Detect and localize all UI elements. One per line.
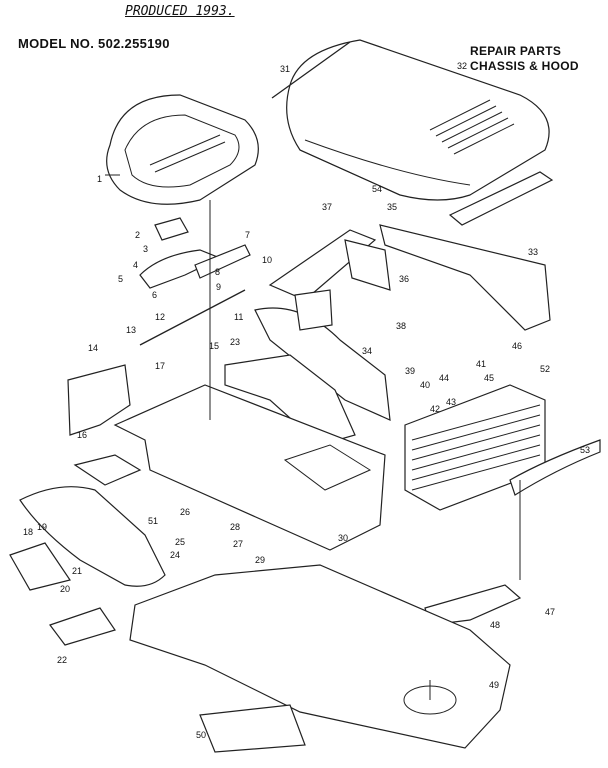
grille-frame-part [379,224,551,331]
callout-19: 19 [37,522,47,532]
callout-33: 33 [528,247,538,257]
callout-32: 32 [457,61,467,71]
callout-13: 13 [126,325,136,335]
dash-bracket-part [344,239,391,291]
floor-pan-opening [283,444,372,491]
callout-23: 23 [230,337,240,347]
callout-51: 51 [148,516,158,526]
callout-18: 18 [23,527,33,537]
leader-lines [105,174,521,700]
callout-42: 42 [430,404,440,414]
callout-37: 37 [322,202,332,212]
callout-26: 26 [180,507,190,517]
rear-fender-part [19,486,166,587]
callout-38: 38 [396,321,406,331]
callout-25: 25 [175,537,185,547]
callout-8: 8 [215,267,220,277]
callout-5: 5 [118,274,123,284]
foot-plate-part [73,454,142,486]
seat-adjust-rod-part [139,289,246,346]
callout-7: 7 [245,230,250,240]
chassis-frame-part [129,564,511,749]
callout-9: 9 [216,282,221,292]
callout-50: 50 [196,730,206,740]
callout-6: 6 [152,290,157,300]
callout-44: 44 [439,373,449,383]
step-plate-part [9,542,71,591]
shroud-side-part [294,289,333,331]
produced-note: PRODUCED 1993. [125,4,235,19]
callout-49: 49 [489,680,499,690]
callout-48: 48 [490,620,500,630]
model-number-title: MODEL NO. 502.255190 [18,36,170,51]
callout-11: 11 [234,312,243,322]
callout-22: 22 [57,655,67,665]
seat-rail-part [194,244,251,279]
callout-14: 14 [88,343,98,353]
bumper-strip-part [509,439,601,496]
seat-bracket-part [154,217,189,241]
chassis-hood-subtitle: CHASSIS & HOOD [470,59,579,73]
repair-parts-title: REPAIR PARTS [470,44,562,58]
seat-part [106,94,259,205]
callout-27: 27 [233,539,243,549]
callout-4: 4 [133,260,138,270]
callout-52: 52 [540,364,550,374]
callout-45: 45 [484,373,494,383]
callout-15: 15 [209,341,219,351]
callout-46: 46 [512,341,522,351]
hood-support-part [448,171,554,226]
callout-34: 34 [362,346,372,356]
callout-2: 2 [135,230,140,240]
callout-43: 43 [446,397,456,407]
footrest-plate-part [199,704,306,753]
callout-24: 24 [170,550,180,560]
callout-53: 53 [580,445,590,455]
callout-29: 29 [255,555,265,565]
callout-36: 36 [399,274,409,284]
hood-part [271,39,550,201]
callout-12: 12 [155,312,165,322]
callout-3: 3 [143,244,148,254]
callout-20: 20 [60,584,70,594]
callout-31: 31 [280,64,290,74]
callout-40: 40 [420,380,430,390]
callout-47: 47 [545,607,555,617]
callout-35: 35 [387,202,397,212]
callout-17: 17 [155,361,165,371]
foot-pad-part [49,607,116,646]
callout-30: 30 [338,533,348,543]
callout-21: 21 [72,566,82,576]
callout-54: 54 [372,184,382,194]
callout-16: 16 [77,430,87,440]
callout-10: 10 [262,255,272,265]
part-callouts: 1 2 3 4 5 6 7 8 9 10 11 12 13 14 15 16 1… [23,61,590,740]
callout-41: 41 [476,359,486,369]
floor-pan-part [113,384,386,551]
grille-part [404,384,546,511]
callout-1: 1 [97,174,102,184]
callout-28: 28 [230,522,240,532]
callout-39: 39 [405,366,415,376]
side-panel-part [67,364,131,436]
